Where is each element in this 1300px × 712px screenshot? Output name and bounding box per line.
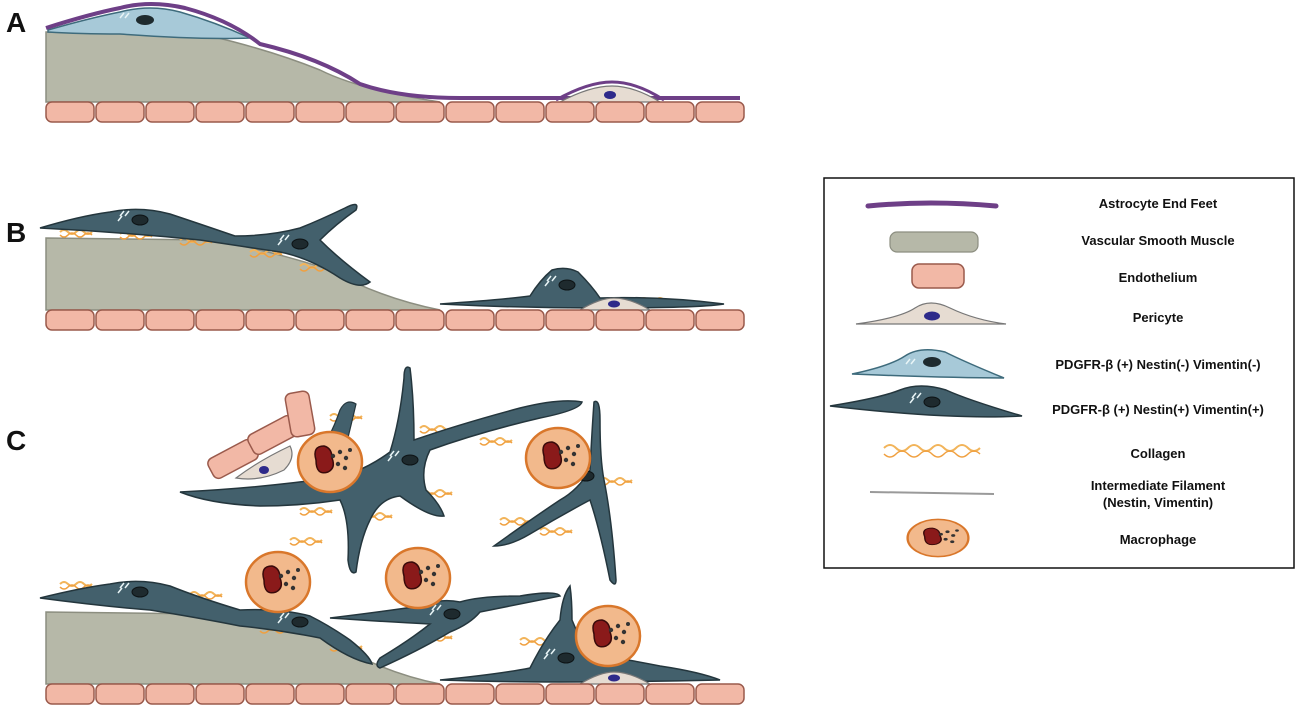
legend-astrocyte-swatch	[865, 200, 999, 209]
panel-a	[45, 2, 745, 123]
detached-endothelium-c	[207, 390, 316, 480]
legend-macrophage-swatch	[906, 518, 970, 558]
legend-label-collagen: Collagen	[1131, 446, 1186, 461]
endothelium-c	[45, 683, 745, 705]
legend-label-smooth-muscle: Vascular Smooth Muscle	[1081, 233, 1234, 248]
dark-fibroblast-c-left	[39, 580, 374, 665]
legend-label-endothelium: Endothelium	[1119, 270, 1198, 285]
fibroblast-nucleus-a	[136, 15, 154, 25]
smooth-muscle-a	[45, 31, 441, 103]
legend: Astrocyte End Feet Vascular Smooth Muscl…	[823, 177, 1295, 569]
dark-fibroblast-b-right	[439, 267, 725, 309]
dark-fibroblast-b-left	[39, 203, 372, 286]
macrophage-c-3	[244, 550, 312, 614]
panel-label-c: C	[6, 425, 26, 456]
pericyte-nucleus-a	[604, 91, 616, 99]
legend-filament-swatch	[869, 491, 995, 495]
legend-label-light-fibroblast: PDGFR-β (+) Nestin(-) Vimentin(-)	[1055, 357, 1260, 372]
legend-label-dark-fibroblast: PDGFR-β (+) Nestin(+) Vimentin(+)	[1052, 402, 1264, 417]
legend-label-pericyte: Pericyte	[1133, 310, 1184, 325]
panel-c	[39, 366, 745, 705]
legend-label-astrocyte: Astrocyte End Feet	[1099, 196, 1218, 211]
endothelium-a	[45, 101, 745, 123]
macrophage-c-5	[574, 604, 642, 668]
legend-smooth-muscle-swatch	[889, 231, 979, 253]
legend-label-filament-line1: Intermediate Filament	[1091, 478, 1226, 493]
legend-collagen-swatch	[883, 444, 981, 458]
dark-fibroblast-c-middle	[329, 592, 562, 669]
legend-endothelium-swatch	[911, 263, 965, 289]
macrophage-c-2	[524, 426, 592, 490]
endothelium-b	[45, 309, 745, 331]
panel-label-a: A	[6, 7, 26, 38]
panel-b	[39, 203, 745, 331]
panel-label-b: B	[6, 217, 26, 248]
astrocyte-end-feet-a	[45, 2, 740, 100]
dark-fibroblast-c-center	[179, 366, 583, 574]
legend-label-filament-line2: (Nestin, Vimentin)	[1103, 495, 1213, 510]
macrophage-c-4	[384, 546, 452, 610]
macrophage-c-1	[296, 430, 364, 494]
smooth-muscle-b	[45, 237, 441, 311]
legend-label-macrophage: Macrophage	[1120, 532, 1197, 547]
